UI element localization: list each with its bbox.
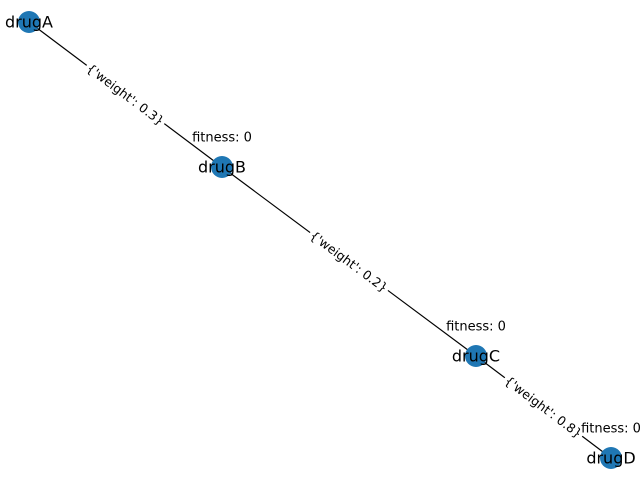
fitness-labels-layer: fitness: 0 fitness: 0 fitness: 0 [192, 131, 640, 437]
node-drugC [465, 345, 487, 367]
node-label-drugB: drugB [198, 158, 246, 177]
edge-weight-label: {'weight': 0.2} [307, 228, 391, 296]
node-label-drugC: drugC [452, 347, 500, 366]
node-drugA [18, 11, 40, 33]
fitness-label-drugB: fitness: 0 [192, 131, 252, 146]
edge-label-background [499, 370, 588, 444]
edge-labels-layer: {'weight': 0.3} {'weight': 0.2} {'weight':… [81, 58, 588, 444]
node-labels-layer: drugA drugB drugC drugD [5, 13, 636, 468]
node-drugB [211, 156, 233, 178]
fitness-label-drugC: fitness: 0 [446, 320, 506, 335]
edge-label-background [81, 58, 170, 131]
edge-label-group: {'weight': 0.3} [81, 58, 170, 131]
edge-label-group: {'weight': 0.2} [305, 225, 393, 298]
edge-weight-label: {'weight': 0.8} [502, 373, 585, 441]
node-label-drugD: drugD [586, 449, 635, 468]
nodes-layer [18, 11, 622, 469]
edge-weight-label: {'weight': 0.3} [84, 61, 167, 129]
node-drugD [600, 447, 622, 469]
edge-label-group: {'weight': 0.8} [499, 370, 588, 444]
edge-label-background [305, 225, 393, 298]
node-label-drugA: drugA [5, 13, 53, 32]
fitness-label-drugD: fitness: 0 [581, 422, 640, 437]
